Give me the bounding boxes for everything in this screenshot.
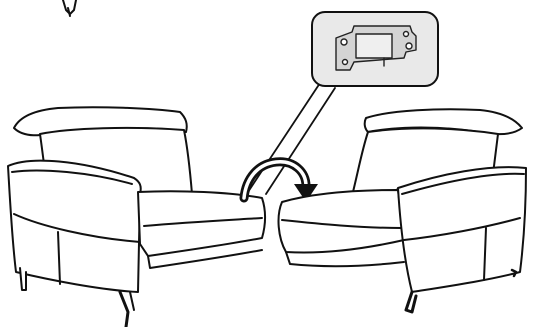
right-sofa-section <box>279 109 526 312</box>
chair-leg-icon <box>63 0 76 16</box>
left-sofa-section <box>8 107 265 327</box>
callout-pointer <box>248 80 335 194</box>
connector-callout <box>312 12 438 86</box>
